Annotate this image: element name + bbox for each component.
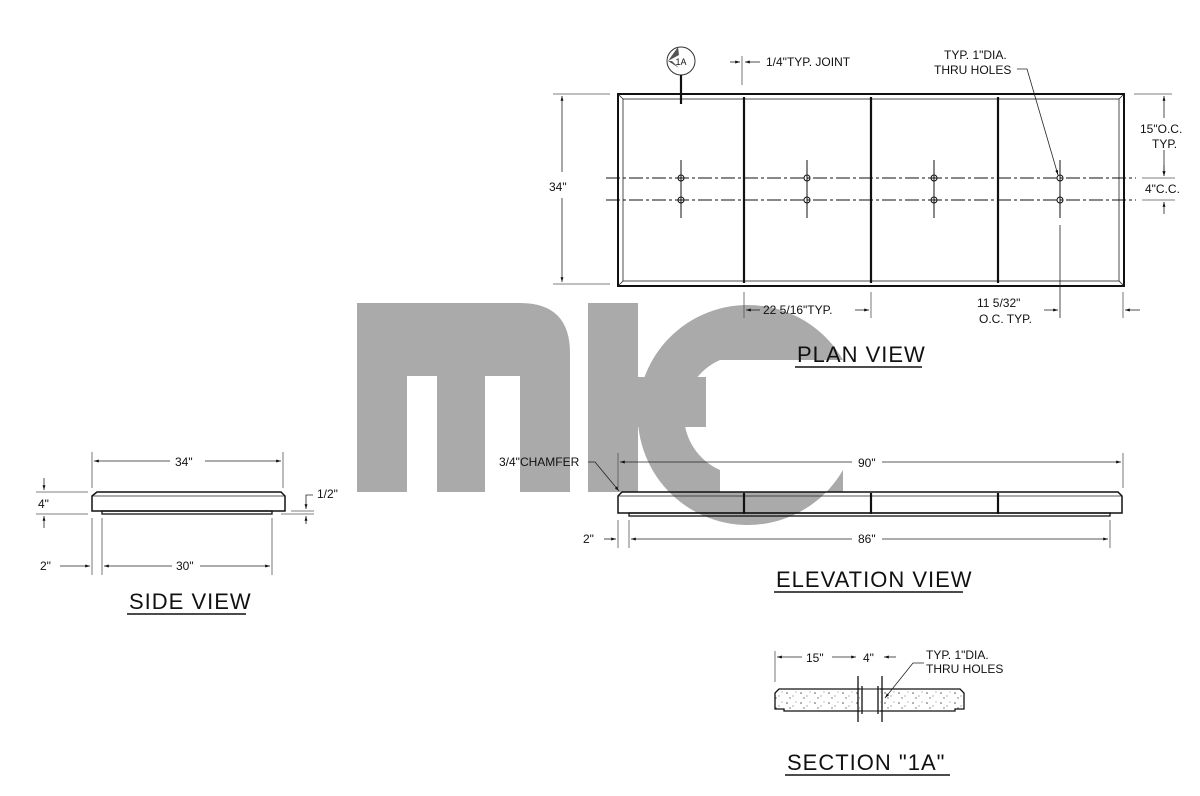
side-offset-dim: 2": [40, 559, 51, 573]
panel-dim: 22 5/16"TYP.: [763, 303, 832, 317]
section-center-dim: 4": [863, 651, 874, 665]
section-1a-title: SECTION "1A": [787, 750, 945, 775]
side-bottom-dim: 30": [176, 559, 194, 573]
plan-view-title: PLAN VIEW: [797, 342, 926, 367]
side-view-title: SIDE VIEW: [129, 589, 252, 614]
hole-oc-line2: O.C. TYP.: [979, 312, 1032, 326]
elevation-view: 90" 3/4"CHAMFER 2" 86" ELEVATION VIEW: [499, 453, 1124, 593]
hole-group: [677, 160, 1064, 318]
elevation-offset-dim: 2": [583, 532, 594, 546]
holes-note-line2: THRU HOLES: [934, 63, 1011, 77]
hole-oc-line1: 11 5/32": [977, 296, 1020, 310]
section-1a: 15" 4" TYP. 1"DIA. THRU HOLES SECTION "1…: [774, 648, 1003, 776]
oc-dim-line2: TYP.: [1152, 137, 1177, 151]
side-view: 34" 4" 1/2" 2" 30" SIDE VIEW: [36, 452, 338, 615]
elevation-top-dim: 90": [858, 456, 876, 470]
section-marker-1a: 1A: [666, 46, 696, 104]
side-top-dim: 34": [175, 455, 193, 469]
elevation-view-title: ELEVATION VIEW: [776, 567, 973, 592]
section-holes-line2: THRU HOLES: [926, 662, 1003, 676]
section-holes-line1: TYP. 1"DIA.: [926, 648, 989, 662]
chamfer-note: 3/4"CHAMFER: [499, 455, 580, 469]
section-marker-label: 1A: [675, 57, 686, 67]
oc-dim-line1: 15"O.C.: [1140, 122, 1182, 136]
elevation-bottom-dim: 86": [858, 532, 876, 546]
watermark-logo: [357, 303, 843, 525]
cc-dim: 4"C.C.: [1145, 182, 1180, 196]
section-left-dim: 15": [806, 651, 824, 665]
plan-view: 1A 1/4"TYP. JOINT TYP. 1"DIA. THRU HOLES…: [549, 46, 1182, 368]
holes-note-line1: TYP. 1"DIA.: [944, 48, 1007, 62]
side-height-dim: 4": [38, 497, 49, 511]
plan-width-dim: 34": [549, 180, 567, 194]
side-step-dim: 1/2": [317, 487, 338, 501]
joint-note: 1/4"TYP. JOINT: [766, 55, 851, 69]
